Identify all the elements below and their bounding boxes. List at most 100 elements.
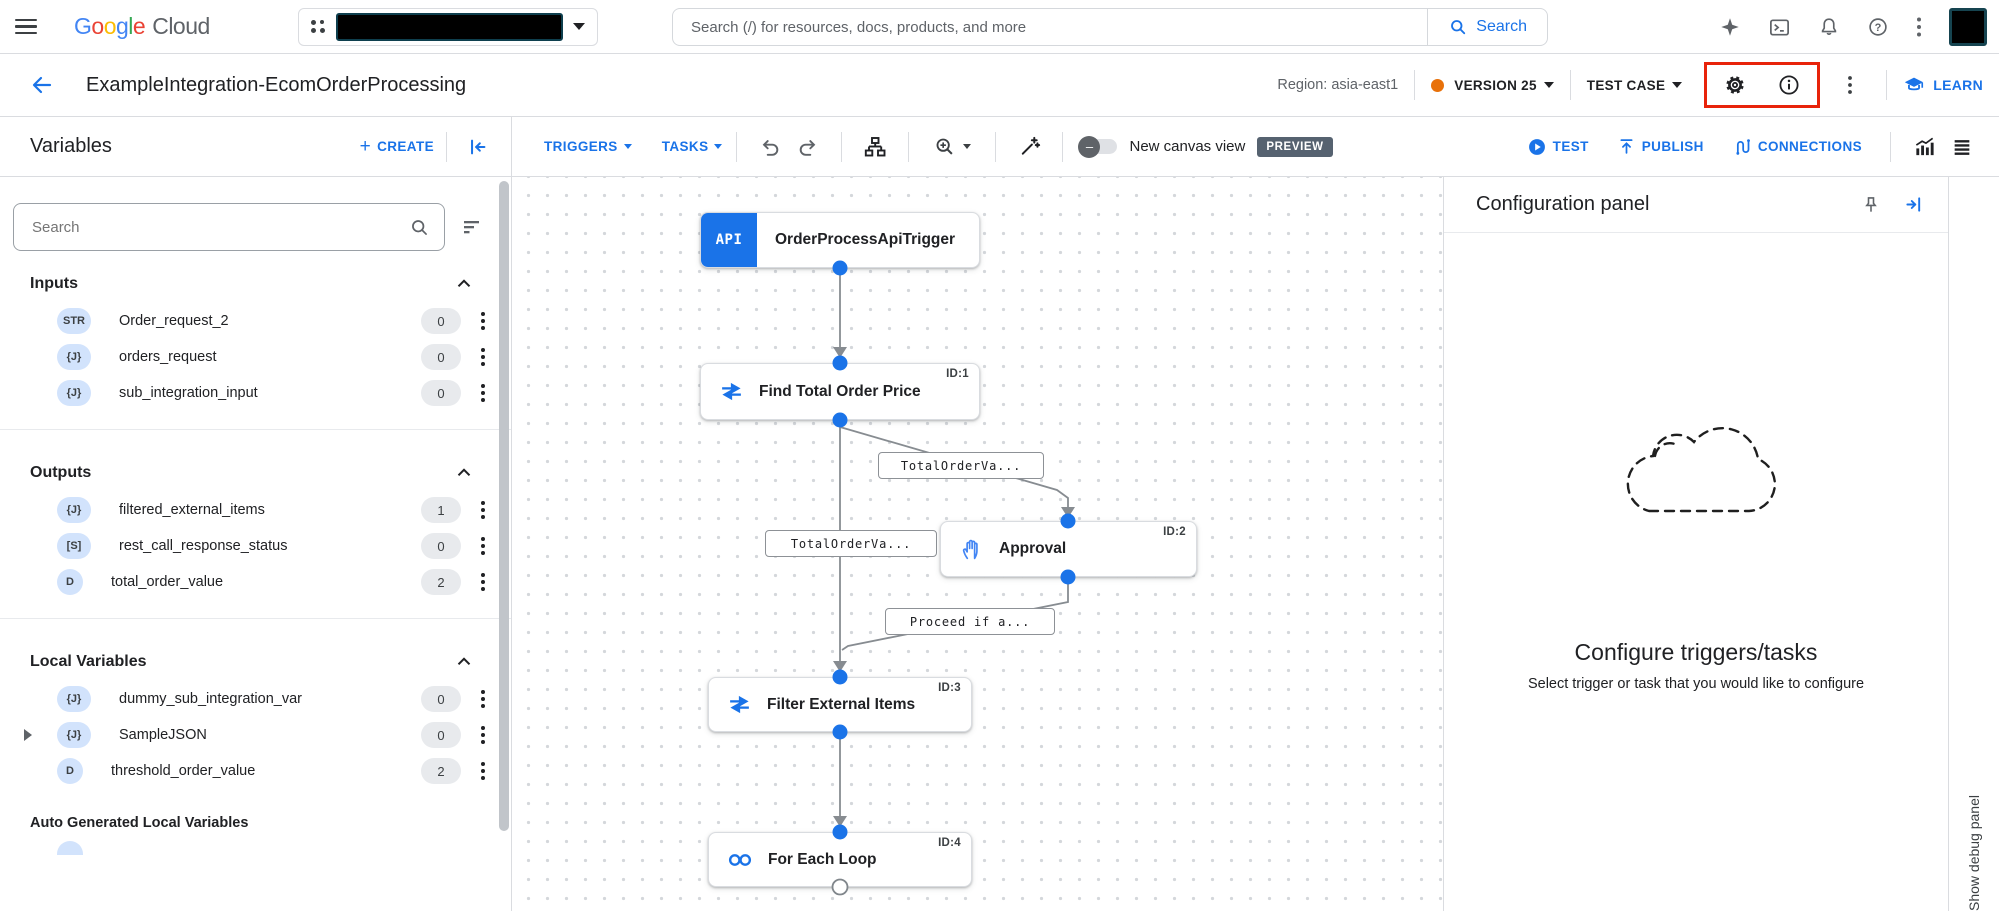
integration-header-bar: ExampleIntegration-EcomOrderProcessing R…: [0, 54, 1999, 117]
variable-menu-icon[interactable]: [477, 344, 489, 370]
variable-row[interactable]: {J} SampleJSON 0: [0, 717, 511, 753]
variable-row[interactable]: {J} dummy_sub_integration_var 0: [0, 681, 511, 717]
edge-label[interactable]: TotalOrderVa...: [878, 452, 1044, 479]
variable-row[interactable]: D total_order_value 2: [0, 564, 511, 600]
variable-name: filtered_external_items: [119, 502, 265, 518]
auto-layout-icon[interactable]: [856, 128, 894, 166]
connections-button[interactable]: CONNECTIONS: [1732, 137, 1862, 157]
configuration-panel: Configuration panel Configure triggers/t…: [1443, 177, 1948, 911]
edge-label[interactable]: Proceed if a...: [885, 608, 1055, 635]
variable-row[interactable]: D threshold_order_value 2: [0, 753, 511, 789]
project-selector[interactable]: [297, 7, 598, 46]
avatar[interactable]: [1949, 8, 1987, 46]
expand-arrow-icon[interactable]: [24, 729, 32, 741]
divider: [446, 131, 447, 162]
chevron-down-icon: [1672, 82, 1683, 88]
triggers-dropdown[interactable]: TRIGGERS: [544, 139, 632, 154]
publish-button[interactable]: PUBLISH: [1617, 137, 1704, 156]
logo-letter: l: [128, 13, 133, 39]
collapse-chevron-icon[interactable]: [453, 462, 475, 484]
test-case-dropdown[interactable]: TEST CASE: [1587, 78, 1683, 93]
search-button[interactable]: Search: [1427, 9, 1547, 45]
variable-menu-icon[interactable]: [477, 686, 489, 712]
more-options-icon[interactable]: [1916, 16, 1922, 38]
logo-letter: e: [132, 13, 146, 39]
version-label: VERSION 25: [1454, 77, 1537, 93]
node-order-process-api-trigger[interactable]: API OrderProcessApiTrigger: [700, 212, 980, 268]
configuration-panel-body: Configure triggers/tasks Select trigger …: [1444, 233, 1948, 911]
notifications-bell-icon[interactable]: [1818, 16, 1840, 38]
section-local-variables-header: Local Variables: [0, 637, 511, 681]
execution-log-icon[interactable]: [1943, 128, 1981, 166]
node-id: ID:4: [938, 837, 961, 849]
node-approval[interactable]: ID:2 Approval: [940, 521, 1197, 577]
section-outputs-header: Outputs: [0, 448, 511, 492]
project-grid-icon: [310, 20, 326, 33]
usage-count: 1: [421, 497, 461, 523]
collapse-right-icon[interactable]: [1903, 194, 1924, 215]
pin-icon[interactable]: [1861, 195, 1881, 215]
cloud-shell-icon[interactable]: [1768, 16, 1791, 39]
integration-canvas[interactable]: TotalOrderVa... TotalOrderVa... Proceed …: [512, 177, 1443, 911]
node-filter-external-items[interactable]: ID:3 Filter External Items: [708, 677, 972, 732]
learn-button[interactable]: LEARN: [1903, 74, 1983, 96]
variable-menu-icon[interactable]: [477, 497, 489, 523]
help-icon[interactable]: ?: [1867, 16, 1889, 38]
more-options-icon[interactable]: [1830, 65, 1870, 105]
edit-wand-icon[interactable]: [1010, 128, 1048, 166]
variable-row[interactable]: {J} filtered_external_items 1: [0, 492, 511, 528]
test-button[interactable]: TEST: [1527, 137, 1589, 157]
node-find-total-order-price[interactable]: ID:1 Find Total Order Price: [700, 363, 980, 420]
redo-icon[interactable]: [789, 128, 827, 166]
divider: [1890, 131, 1891, 162]
variables-search-input[interactable]: [32, 218, 409, 236]
data-mapping-icon: [722, 382, 741, 401]
variable-menu-icon[interactable]: [477, 758, 489, 784]
variable-row[interactable]: [S] rest_call_response_status 0: [0, 528, 511, 564]
global-search-input[interactable]: [673, 9, 1428, 45]
undo-icon[interactable]: [751, 128, 789, 166]
collapse-chevron-icon[interactable]: [453, 273, 475, 295]
zoom-control[interactable]: [923, 128, 981, 166]
variable-row[interactable]: {J} sub_integration_input 0: [0, 375, 511, 411]
collapse-panel-icon[interactable]: [459, 128, 497, 166]
new-canvas-view-toggle[interactable]: –: [1078, 135, 1118, 158]
sort-icon[interactable]: [461, 215, 485, 239]
settings-gear-icon[interactable]: [1715, 65, 1755, 105]
tasks-dropdown[interactable]: TASKS: [662, 139, 723, 154]
highlight-red-box: [1704, 62, 1821, 108]
version-dropdown[interactable]: VERSION 25: [1454, 78, 1554, 93]
metrics-chart-icon[interactable]: [1905, 128, 1943, 166]
node-for-each-loop[interactable]: ID:4 For Each Loop: [708, 832, 972, 887]
variable-row[interactable]: STR Order_request_2 0: [0, 303, 511, 339]
variables-panel-title: Variables: [30, 135, 112, 157]
node-id: ID:1: [946, 368, 969, 380]
variable-menu-icon[interactable]: [477, 533, 489, 559]
chevron-down-icon: [572, 23, 585, 30]
variable-menu-icon[interactable]: [477, 569, 489, 595]
toggle-knob: –: [1078, 135, 1101, 158]
variable-row-cutoff[interactable]: [0, 841, 511, 855]
approval-hand-icon: [962, 539, 978, 559]
version-status-dot: [1431, 78, 1445, 92]
variable-menu-icon[interactable]: [477, 308, 489, 334]
gemini-sparkle-icon[interactable]: [1719, 16, 1741, 38]
usage-count: 0: [421, 308, 461, 334]
variable-menu-icon[interactable]: [477, 380, 489, 406]
edge-label[interactable]: TotalOrderVa...: [765, 530, 937, 557]
connections-label: CONNECTIONS: [1757, 139, 1862, 154]
collapse-chevron-icon[interactable]: [453, 651, 475, 673]
create-variable-button[interactable]: +CREATE: [360, 137, 434, 156]
variable-menu-icon[interactable]: [477, 722, 489, 748]
type-badge: D: [57, 758, 83, 784]
integration-title: ExampleIntegration-EcomOrderProcessing: [86, 73, 467, 96]
show-debug-panel-button[interactable]: Show debug panel: [1966, 795, 1982, 911]
sidebar-scrollbar[interactable]: [499, 181, 509, 831]
info-icon[interactable]: [1769, 65, 1809, 105]
logo-letter: o: [103, 13, 117, 39]
divider: [736, 131, 738, 162]
variable-row[interactable]: {J} orders_request 0: [0, 339, 511, 375]
back-arrow-icon[interactable]: [30, 73, 54, 97]
menu-icon[interactable]: [0, 15, 52, 38]
